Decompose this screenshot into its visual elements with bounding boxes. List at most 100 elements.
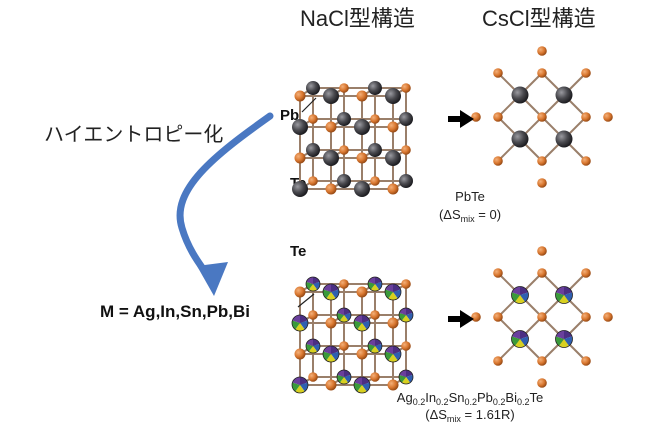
hea-nacl-te-atom <box>308 372 318 382</box>
pbte-cscl-te-atom <box>493 156 503 166</box>
pbte-nacl-te-atom <box>401 145 411 155</box>
pbte-nacl-cation-atom <box>385 88 401 104</box>
hea-cscl-cation-atom <box>555 286 573 304</box>
hea-nacl-te-atom <box>294 286 306 298</box>
hea-cscl-te-atom <box>537 312 547 322</box>
pbte-cscl-te-atom <box>537 46 547 56</box>
pbte-cscl-te-atom <box>537 178 547 188</box>
hea-nacl-cation-atom <box>384 345 402 363</box>
hea-cscl-te-atom <box>537 268 547 278</box>
pbte-nacl-te-atom <box>356 152 368 164</box>
pbte-nacl-cation-atom <box>292 181 308 197</box>
pbte-formula: PbTe <box>455 189 485 204</box>
hea-nacl-cation-atom <box>353 314 371 332</box>
pbte-nacl-te-atom <box>370 176 380 186</box>
hea-cscl-cation-atom <box>555 330 573 348</box>
hea-nacl-cation-atom <box>291 376 309 394</box>
hea-cscl-cation-atom <box>511 286 529 304</box>
pbte-nacl-cation-atom <box>337 112 351 126</box>
pbte-cscl-te-atom <box>537 156 547 166</box>
pbte-nacl-cation-atom <box>306 143 320 157</box>
pbte-nacl-te-atom <box>339 83 349 93</box>
hea-nacl-te-atom <box>339 279 349 289</box>
hea-nacl-cation-atom <box>384 283 402 301</box>
pbte-nacl-te-atom <box>325 121 337 133</box>
pbte-cscl-cation-atom <box>511 86 529 104</box>
hea-cscl-te-atom <box>603 312 613 322</box>
pb-pointer <box>301 97 317 113</box>
hea-nacl-cation-atom <box>291 314 309 332</box>
hea-cscl-te-atom <box>537 246 547 256</box>
pbte-nacl-cation-atom <box>385 150 401 166</box>
pbte-nacl-cation-atom <box>399 112 413 126</box>
pbte-nacl-cation-atom <box>337 174 351 188</box>
hea-nacl-cation-atom <box>336 369 352 385</box>
hea-nacl-cation-atom <box>322 283 340 301</box>
hea-nacl-te-atom <box>294 348 306 360</box>
hea-nacl-te-atom <box>356 286 368 298</box>
pbte-cscl-te-atom <box>581 112 591 122</box>
hea-formula: Ag0.2In0.2Sn0.2Pb0.2Bi0.2Te <box>396 390 544 407</box>
hea-cscl-te-atom <box>537 378 547 388</box>
pbte-nacl-te-atom <box>294 152 306 164</box>
hea-cscl-te-atom <box>493 356 503 366</box>
hea-nacl-cation-atom <box>367 338 383 354</box>
pbte-cscl-te-atom <box>493 112 503 122</box>
pbte-nacl-cation-atom <box>354 119 370 135</box>
nacl-structure-title: NaCl型構造 <box>300 6 415 31</box>
transform-arrow-top <box>448 110 474 128</box>
hea-nacl-te-atom <box>308 310 318 320</box>
pbte-cscl-cation-atom <box>555 86 573 104</box>
hea-cscl-te-atom <box>493 268 503 278</box>
hea-nacl-cation-atom <box>305 338 321 354</box>
pbte-nacl-te-atom <box>339 145 349 155</box>
hea-nacl-cation-atom <box>398 307 414 323</box>
hea-nacl-cation-atom <box>336 307 352 323</box>
transformation-curve-arrow <box>176 112 274 286</box>
pbte-cscl-te-atom <box>537 68 547 78</box>
pbte-nacl-cation-atom <box>323 150 339 166</box>
hea-cscl-te-atom <box>581 312 591 322</box>
pbte-nacl-te-atom <box>294 90 306 102</box>
pbte-nacl-te-atom <box>370 114 380 124</box>
pbte-cscl-te-atom <box>493 68 503 78</box>
hea-nacl-te-atom <box>401 279 411 289</box>
m-pointer <box>297 293 315 308</box>
te-label-bottom: Te <box>290 243 307 260</box>
pb-label: Pb <box>280 107 300 124</box>
curve-arrowhead <box>197 262 228 296</box>
hea-cscl-cation-atom <box>511 330 529 348</box>
hea-nacl-te-atom <box>339 341 349 351</box>
high-entropy-label: ハイエントロピー化 <box>44 124 224 146</box>
hea-cscl-te-atom <box>581 356 591 366</box>
pbte-cscl-te-atom <box>603 112 613 122</box>
hea-entropy: (ΔSmix = 1.61R) <box>425 407 515 424</box>
hea-nacl-cation-atom <box>305 276 321 292</box>
hea-nacl-te-atom <box>370 372 380 382</box>
hea-nacl-te-atom <box>370 310 380 320</box>
pbte-nacl-cation-atom <box>399 174 413 188</box>
transform-arrow-bottom <box>448 310 474 328</box>
hea-cscl-te-atom <box>581 268 591 278</box>
pbte-nacl-cation-atom <box>354 181 370 197</box>
pbte-nacl-te-atom <box>387 121 399 133</box>
pbte-nacl-te-atom <box>401 83 411 93</box>
hea-nacl-te-atom <box>325 379 337 391</box>
hea-nacl-cation-atom <box>367 276 383 292</box>
cscl-structure-title: CsCl型構造 <box>482 6 596 31</box>
pbte-cscl-cation-atom <box>555 130 573 148</box>
pbte-nacl-te-atom <box>308 114 318 124</box>
hea-cscl-te-atom <box>471 312 481 322</box>
hea-nacl-cation-atom <box>353 376 371 394</box>
hea-nacl-cation-atom <box>398 369 414 385</box>
hea-nacl-cation-atom <box>322 345 340 363</box>
pbte-nacl-cation-atom <box>306 81 320 95</box>
pbte-cscl-cation-atom <box>511 130 529 148</box>
pbte-nacl-te-atom <box>387 183 399 195</box>
hea-nacl-te-atom <box>387 379 399 391</box>
pbte-nacl-te-atom <box>356 90 368 102</box>
hea-nacl-te-atom <box>387 317 399 329</box>
pbte-nacl-te-atom <box>325 183 337 195</box>
